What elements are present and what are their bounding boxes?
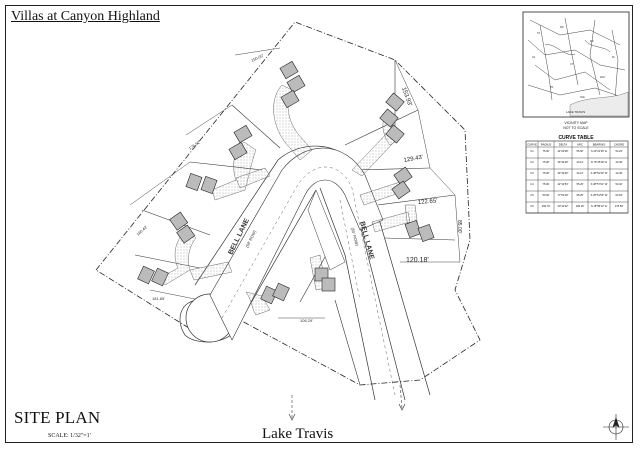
svg-text:PL: PL: [612, 56, 616, 59]
svg-text:LN: LN: [532, 56, 535, 59]
page-title: Villas at Canyon Highland: [11, 9, 160, 24]
dim-label-3: 122.65': [418, 198, 438, 206]
lake-label: Lake Travis: [262, 426, 334, 442]
curve-table-cell: 54.02': [616, 182, 623, 186]
dim-label-5: 85.00': [456, 220, 462, 234]
vicinity-labels: ST RD DR LN CT WAY TR PL AVE: [532, 26, 616, 99]
curve-table-header: RADIUS: [541, 142, 552, 146]
dim-label-10: 106.29': [300, 318, 313, 323]
curve-table-cell: 42°12'54": [557, 182, 568, 186]
svg-text:RD: RD: [560, 26, 564, 29]
curve-table-cell: C2: [530, 160, 534, 164]
sheet-border: [5, 5, 633, 443]
curve-table-cell: C4: [530, 182, 534, 186]
svg-text:AVE: AVE: [580, 96, 585, 99]
svg-text:ST: ST: [537, 32, 541, 35]
svg-text:CT: CT: [570, 63, 574, 66]
road-centerlines: [221, 166, 396, 396]
curve-table-header: ARC: [577, 142, 583, 146]
street-label-east: BELL LANE: [358, 221, 375, 261]
dim-label-4: 120.18': [406, 257, 429, 264]
house-footprints: [137, 60, 435, 305]
curve-table-cell: 33°42'29": [557, 160, 568, 164]
curve-table-cell: 182.26': [576, 204, 585, 208]
curve-table-cell: N 76°25'09" E: [591, 160, 607, 164]
curve-table-cell: 55.26': [577, 182, 584, 186]
dim-label-2: 129.43': [403, 155, 423, 164]
curve-table-cell: 77°51'49": [557, 193, 568, 197]
curve-table-cell: C5: [530, 193, 534, 197]
curve-table-header: CURVE: [527, 142, 537, 146]
vicinity-map-subtitle: NOT TO SCALE: [563, 126, 589, 130]
curve-table-cell: 42°24'08": [557, 149, 568, 153]
curve-table-cell: 63.18': [616, 193, 623, 197]
curve-table-header: CHORD: [614, 142, 624, 146]
curve-table-cell: 43.49': [616, 160, 623, 164]
dim-label-8: 160.42': [135, 224, 148, 237]
curve-table-cell: 33°42'29": [557, 171, 568, 175]
subdivision-boundary: [95, 21, 481, 386]
dim-label-6: 150.00': [250, 53, 264, 63]
lake-arrows: [291, 384, 403, 418]
road-pavement: [185, 147, 384, 343]
curve-table-cell: 43.49': [616, 171, 623, 175]
curve-table-cell: 44.12': [577, 160, 584, 164]
vicinity-map-title: VICINITY MAP: [564, 121, 588, 125]
street-row-east: (50' ROW): [350, 227, 360, 247]
curve-table-cell: 68.25': [577, 193, 584, 197]
curve-table-cell: 75.00': [543, 160, 550, 164]
curve-table-title: CURVE TABLE: [558, 135, 594, 141]
curve-table-cell: 55.50': [577, 149, 584, 153]
curve-table-cell: 75.00': [543, 171, 550, 175]
svg-text:WAY: WAY: [600, 76, 606, 79]
curve-table-cell: S 43°21'35" E: [591, 149, 607, 153]
site-plan-heading: SITE PLAN: [14, 408, 101, 427]
curve-table-cell: 259.79': [542, 204, 551, 208]
curve-table: CURVE TABLE CURVE RADIUS DELTA ARC BEARING CH…: [525, 135, 629, 214]
dim-label-7: 176.52': [188, 139, 202, 151]
vicinity-map: ST RD DR LN CT WAY TR PL AVE LAKE TRAVIS VICIN…: [522, 11, 630, 130]
curve-table-cell: S 05°51'56" W: [591, 193, 608, 197]
curve-table-cell: 44.12': [577, 171, 584, 175]
north-arrow-icon: [603, 414, 629, 440]
svg-text:DR: DR: [590, 40, 594, 43]
curve-table-cell: 75.00': [543, 182, 550, 186]
curve-table-cell: S 38°57'01" W: [591, 182, 608, 186]
site-plan-scale: SCALE: 1/32"=1': [48, 433, 91, 439]
curve-table-cell: 54.23': [616, 149, 623, 153]
curve-table-header: DELTA: [559, 142, 568, 146]
dimension-lines: [129, 47, 461, 319]
vicinity-lake-shore: [569, 91, 629, 117]
svg-text:TR: TR: [550, 86, 554, 89]
vicinity-street-network: [527, 17, 626, 101]
curve-table-header: BEARING: [593, 142, 606, 146]
lake-arrow-heads: [288, 403, 406, 421]
vicinity-lake-label: LAKE TRAVIS: [566, 110, 585, 114]
driveways: [159, 84, 419, 316]
curve-table-cell: 40°11'32": [558, 204, 569, 208]
curve-table-cell: S 48°52'40" W: [591, 171, 608, 175]
curve-table-cell: 178.59': [615, 204, 624, 208]
curve-table-cell: 50.00': [543, 193, 550, 197]
dim-label-9: 181.85': [152, 296, 165, 301]
curve-table-cell: S 18°56'12" E: [591, 204, 607, 208]
curve-table-cell: C6: [530, 204, 534, 208]
curve-table-cell: C1: [530, 149, 534, 153]
curve-table-cell: C3: [530, 171, 534, 175]
curve-table-cell: 75.00': [543, 149, 550, 153]
